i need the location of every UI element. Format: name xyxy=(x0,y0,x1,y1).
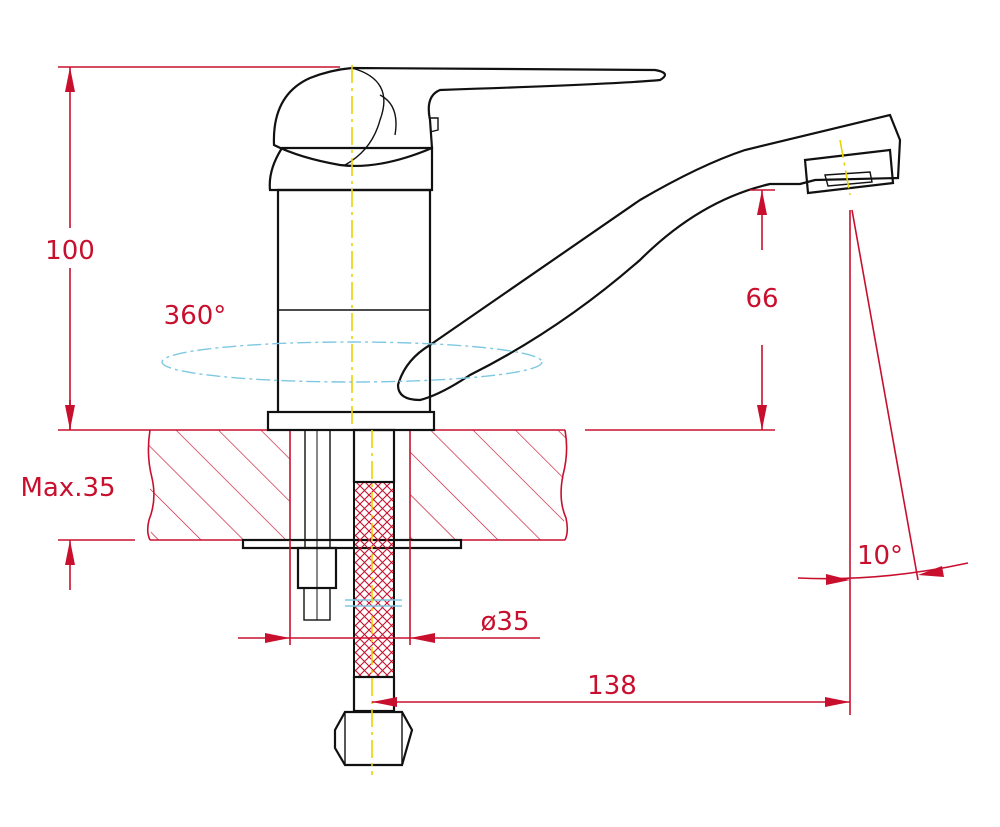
dim-spout-height: 66 xyxy=(585,189,779,431)
dim-angle: 10° xyxy=(797,209,969,585)
dim-spout-reach: 138 xyxy=(372,210,851,715)
flexible-hose xyxy=(333,428,414,767)
rotation-ring xyxy=(161,341,543,383)
dim-max-thickness: Max.35 xyxy=(20,400,135,590)
dim-hole-diameter: ø35 xyxy=(238,540,540,645)
dim-height-total: 100 xyxy=(35,66,340,431)
dim-label-max-35: Max.35 xyxy=(20,473,115,503)
dim-label-rotation: 360° xyxy=(164,301,227,331)
centerlines xyxy=(351,65,851,775)
dim-label-diameter: ø35 xyxy=(481,607,530,637)
dim-label-100: 100 xyxy=(45,236,95,266)
countertop-section xyxy=(146,429,569,541)
mounting-hardware xyxy=(241,430,463,621)
faucet-body xyxy=(266,66,902,432)
dim-label-66: 66 xyxy=(745,284,778,314)
dim-label-138: 138 xyxy=(587,671,637,701)
dim-label-angle: 10° xyxy=(857,541,903,571)
